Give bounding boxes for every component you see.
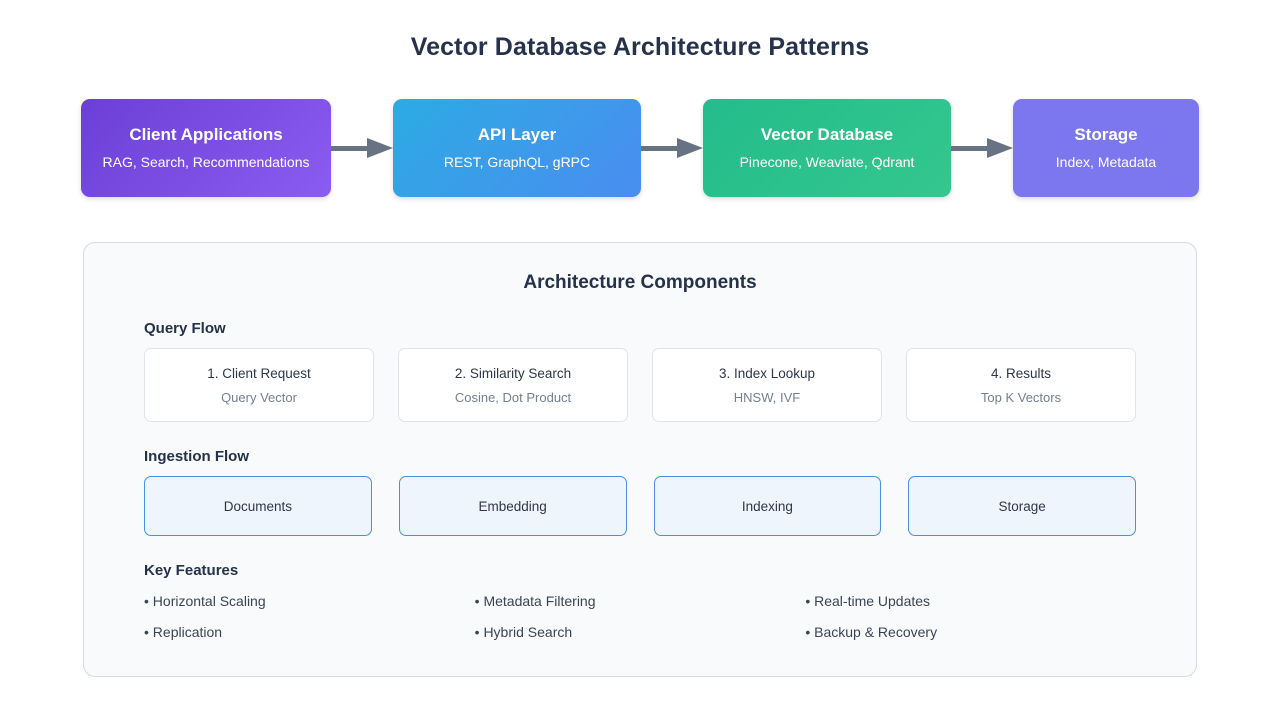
arrow-head xyxy=(987,138,1013,158)
card-subtitle: Cosine, Dot Product xyxy=(454,389,572,405)
feature-item: • Metadata Filtering xyxy=(474,593,596,609)
ingestion-flow-label: Ingestion Flow xyxy=(144,448,249,465)
card-subtitle: HNSW, IVF xyxy=(733,389,801,405)
arrow-right-icon xyxy=(951,138,1013,158)
card-title: 3. Index Lookup xyxy=(718,365,816,381)
pipeline-stage-client-applications[interactable]: Client Applications RAG, Search, Recomme… xyxy=(81,99,331,197)
stage-title: Client Applications xyxy=(129,124,283,144)
arrow-shaft xyxy=(951,146,991,151)
ingestion-flow-card[interactable]: Storage xyxy=(908,476,1136,536)
arrow-right-icon xyxy=(331,138,393,158)
card-title: 2. Similarity Search xyxy=(454,365,572,381)
stage-title: Vector Database xyxy=(760,124,894,144)
card-subtitle: Top K Vectors xyxy=(980,389,1062,405)
ingestion-flow-card[interactable]: Indexing xyxy=(653,476,882,536)
feature-item: • Hybrid Search xyxy=(474,624,573,641)
card-subtitle: Query Vector xyxy=(221,389,297,405)
feature-item: • Real-time Updates xyxy=(805,593,931,609)
arrow-head xyxy=(677,138,703,158)
key-features-label: Key Features xyxy=(144,562,239,579)
feature-item: • Backup & Recovery xyxy=(805,624,938,641)
stage-subtitle: Index, Metadata xyxy=(1055,154,1157,171)
key-features-grid: • Horizontal Scaling • Metadata Filterin… xyxy=(144,590,1136,644)
feature-item: • Horizontal Scaling xyxy=(144,593,266,609)
stage-title: API Layer xyxy=(477,124,557,144)
card-title: 1. Client Request xyxy=(207,365,311,381)
arrow-shaft xyxy=(331,146,371,151)
query-flow-label: Query Flow xyxy=(144,320,226,337)
panel-title: Architecture Components xyxy=(523,272,757,293)
stage-subtitle: Pinecone, Weaviate, Qdrant xyxy=(739,154,915,171)
page-title: Vector Database Architecture Patterns xyxy=(410,33,870,61)
pipeline-stage-vector-database[interactable]: Vector Database Pinecone, Weaviate, Qdra… xyxy=(703,99,951,197)
stage-subtitle: RAG, Search, Recommendations xyxy=(102,154,310,171)
query-flow-card[interactable]: 2. Similarity Search Cosine, Dot Product xyxy=(398,348,628,422)
feature-item: • Replication xyxy=(144,624,223,641)
card-title: 4. Results xyxy=(990,365,1052,381)
architecture-pipeline: Client Applications RAG, Search, Recomme… xyxy=(0,99,1280,197)
ingestion-flow-card[interactable]: Documents xyxy=(144,476,372,536)
pipeline-stage-api-layer[interactable]: API Layer REST, GraphQL, gRPC xyxy=(393,99,641,197)
query-flow-card[interactable]: 1. Client Request Query Vector xyxy=(144,348,374,422)
stage-title: Storage xyxy=(1074,124,1138,144)
architecture-components-panel: Architecture Components Query Flow 1. Cl… xyxy=(83,242,1197,677)
stage-subtitle: REST, GraphQL, gRPC xyxy=(443,154,591,171)
arrow-head xyxy=(367,138,393,158)
query-flow-card[interactable]: 4. Results Top K Vectors xyxy=(906,348,1136,422)
arrow-right-icon xyxy=(641,138,703,158)
ingestion-flow-row: Documents Embedding Indexing Storage xyxy=(144,476,1136,536)
ingestion-flow-card[interactable]: Embedding xyxy=(398,476,627,536)
pipeline-stage-storage[interactable]: Storage Index, Metadata xyxy=(1013,99,1199,197)
arrow-shaft xyxy=(641,146,681,151)
query-flow-card[interactable]: 3. Index Lookup HNSW, IVF xyxy=(652,348,882,422)
query-flow-row: 1. Client Request Query Vector 2. Simila… xyxy=(144,348,1136,422)
